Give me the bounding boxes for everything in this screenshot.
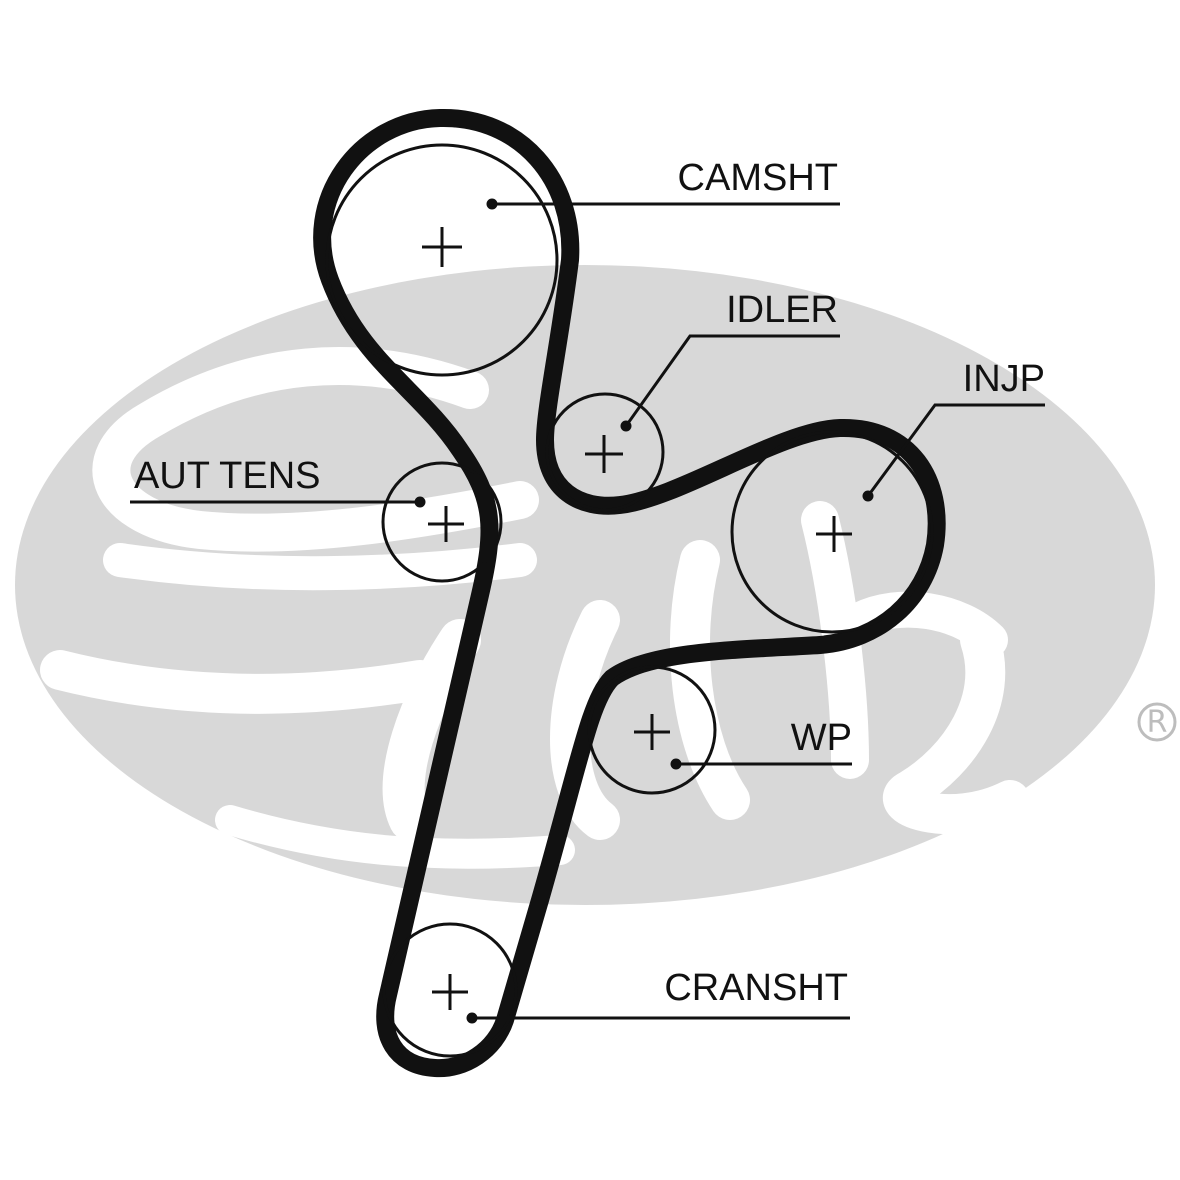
injection-pump-pulley (730, 430, 934, 634)
crankshaft-center-cross (432, 974, 468, 1010)
registered-mark: R (1137, 702, 1177, 742)
label-camshaft: CAMSHT (678, 157, 838, 199)
label-injection-pump: INJP (963, 358, 1045, 400)
label-water-pump: WP (791, 717, 852, 759)
leader-lines (130, 198, 1045, 1024)
idler-leader-line (624, 334, 840, 427)
camshaft-pulley-circle (325, 143, 559, 377)
water-pump-center-cross (634, 714, 670, 750)
logo-script-wordmark (40, 347, 1030, 869)
camshaft-center-cross (422, 227, 462, 267)
auto-tensioner-pulley-circle (381, 461, 503, 583)
crankshaft-leader-dot (466, 1012, 478, 1024)
injection-pump-pulley-circle (730, 430, 934, 634)
idler-leader-dot (620, 420, 632, 432)
auto-tensioner-pulley (381, 461, 503, 583)
crankshaft-pulley-circle (382, 922, 518, 1058)
registered-mark-circle (1137, 702, 1177, 742)
water-pump-pulley (587, 665, 717, 795)
crankshaft-pulley (382, 922, 518, 1058)
injection-pump-leader-line (866, 403, 1045, 497)
camshaft-pulley (325, 143, 559, 377)
label-idler: IDLER (726, 289, 838, 331)
label-crankshaft: CRANSHT (664, 967, 848, 1009)
registered-mark-letter: R (1147, 705, 1168, 740)
auto-tensioner-leader-dot (414, 496, 426, 508)
water-pump-leader-dot (670, 758, 682, 770)
auto-tensioner-center-cross (428, 506, 464, 542)
idler-pulley-circle (545, 392, 665, 512)
label-auto-tensioner: AUT TENS (134, 455, 321, 497)
camshaft-leader-dot (486, 198, 498, 210)
idler-pulley (545, 392, 665, 512)
injection-pump-leader-dot (862, 490, 874, 502)
injection-pump-center-cross (816, 516, 852, 552)
water-pump-pulley-circle (587, 665, 717, 795)
idler-center-cross (585, 435, 623, 473)
